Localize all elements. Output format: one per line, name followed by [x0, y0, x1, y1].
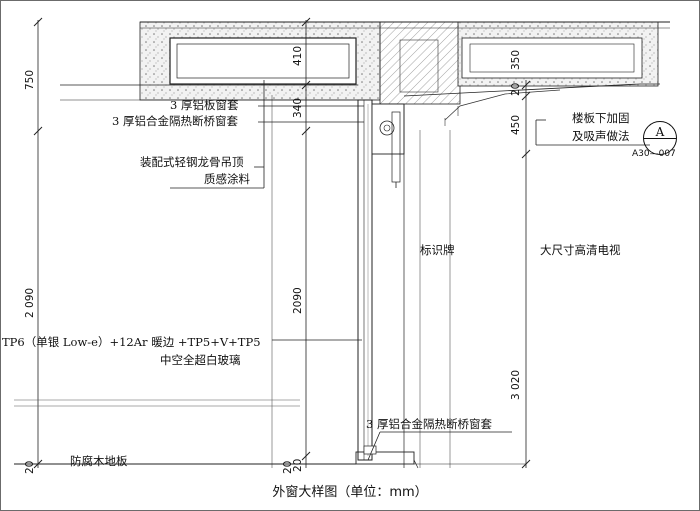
detail-callout: A [643, 121, 677, 155]
dim-left-2090: 2 090 [24, 287, 36, 318]
label-ceiling-line1: 装配式轻钢龙骨吊顶 [140, 155, 244, 169]
callout-divider [644, 138, 676, 139]
dim-right-350: 350 [510, 49, 522, 70]
callout-reference: A30—007 [632, 149, 676, 159]
label-slab-line2: 及吸声做法 [572, 129, 630, 143]
callout-letter: A [655, 125, 665, 139]
dim-bottom-left-20: 20 [24, 460, 36, 474]
dim-mid-340: 340 [292, 97, 304, 118]
label-al-alloy-sleeve-top: 3 厚铝合金隔热断桥窗套 [112, 114, 238, 128]
label-slab-line1: 楼板下加固 [572, 111, 630, 125]
label-al-alloy-sleeve-bottom: 3 厚铝合金隔热断桥窗套 [366, 417, 492, 431]
figure-caption: 外窗大样图（单位：mm） [272, 485, 428, 500]
dim-right-3020: 3 020 [510, 369, 522, 400]
dim-mid-410: 410 [292, 45, 304, 66]
dim-bottom-mid-20: 20 [282, 460, 294, 474]
label-tv: 大尺寸高清电视 [540, 243, 621, 257]
window-frame [355, 99, 419, 469]
dim-right-20: 20 [510, 82, 522, 96]
floor-slab [139, 21, 670, 126]
label-wood-floor: 防腐木地板 [70, 454, 128, 468]
dim-right-450: 450 [510, 114, 522, 135]
dimension-ticks [33, 17, 531, 469]
label-ceiling-line2: 质感涂料 [204, 172, 250, 186]
leader-lines [60, 80, 650, 465]
label-al-plate-sleeve: 3 厚铝板窗套 [170, 98, 239, 112]
label-signage: 标识牌 [420, 243, 455, 257]
dim-mid-2090: 2090 [292, 287, 304, 314]
label-glass-line1: TP6（单银 Low-e）+12Ar 暖边 +TP5+V+TP5 [2, 335, 261, 349]
ceiling-edge [60, 84, 360, 101]
dim-left-750: 750 [24, 69, 36, 90]
label-glass-line2: 中空全超白玻璃 [160, 353, 241, 367]
